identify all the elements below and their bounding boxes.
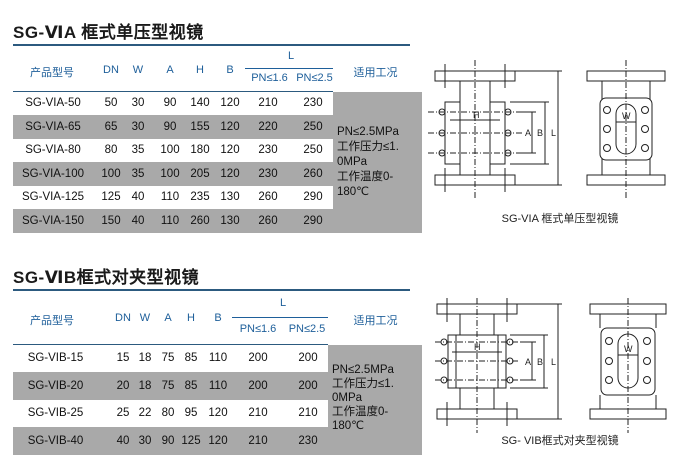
header-l: L xyxy=(287,50,295,62)
table-row: SG-VIB-40 40 30 90 125 120 210 230 xyxy=(13,427,328,455)
table-row: SG-VIA-80 80 35 100 180 120 230 250 xyxy=(25,144,323,156)
header-b: B xyxy=(226,64,234,76)
table-row: SG-VIA-125 125 40 110 235 130 260 290 xyxy=(22,191,323,203)
dim-b-label: B xyxy=(537,357,543,367)
section-a-diagram: H A B L W xyxy=(428,60,666,200)
header-a: A xyxy=(166,64,174,76)
header-l: L xyxy=(279,297,287,309)
dim-w-label: W xyxy=(622,111,631,121)
header-l-divider xyxy=(232,317,328,318)
section-b-table: SG-VIB-15 15 18 75 85 110 200 200 SG-VIB… xyxy=(13,345,422,455)
table-row: SG-VIA-150 150 40 110 260 130 260 290 xyxy=(13,209,333,233)
section-b-conditions: PN≤2.5MPa 工作压力≤1. 0MPa 工作温度0- 180℃ xyxy=(328,345,422,455)
section-a-diagram-caption: SG-VIA 框式单压型视镜 xyxy=(501,213,619,225)
dim-b-label: B xyxy=(537,128,543,138)
header-h: H xyxy=(196,64,204,76)
dim-l-label: L xyxy=(551,357,556,367)
section-b-top-rule xyxy=(13,289,410,291)
header-w: W xyxy=(132,64,144,76)
header-l-pn25: PN≤2.5 xyxy=(296,72,333,84)
header-dn: DN xyxy=(103,64,119,76)
section-a-header-rule xyxy=(13,91,333,92)
section-a-header: 产品型号 DN W A H B L PN≤1.6 PN≤2.5 适用工况 xyxy=(13,46,410,90)
header-l-pn16: PN≤1.6 xyxy=(251,72,288,84)
header-l-pn16: PN≤1.6 xyxy=(239,323,277,335)
table-row: SG-VIA-50 50 30 90 140 120 210 230 xyxy=(25,97,323,109)
dim-l-label: L xyxy=(551,128,556,138)
dim-w-label: W xyxy=(624,344,633,354)
section-a-title: SG-ⅥA 框式单压型视镜 xyxy=(13,23,204,42)
section-b-diagram: H A B L W xyxy=(435,298,667,433)
table-row: SG-VIA-100 100 35 100 205 120 230 260 xyxy=(13,162,333,186)
header-model: 产品型号 xyxy=(30,315,74,327)
section-b-title: SG-ⅥB框式对夹型视镜 xyxy=(13,268,200,287)
header-l-pn25: PN≤2.5 xyxy=(288,323,326,335)
header-w: W xyxy=(139,312,151,324)
table-row: SG-VIB-20 20 18 75 85 110 200 200 xyxy=(13,372,328,400)
header-h: H xyxy=(187,312,195,324)
header-b: B xyxy=(214,312,222,324)
section-a-conditions: PN≤2.5MPa 工作压力≤1. 0MPa 工作温度0- 180℃ xyxy=(333,92,422,233)
section-a-top-rule xyxy=(13,44,410,46)
dim-h-label: H xyxy=(474,342,481,352)
header-conditions: 适用工况 xyxy=(353,315,398,327)
dim-h-label: H xyxy=(473,110,480,120)
header-a: A xyxy=(164,312,172,324)
section-a-table: SG-VIA-50 50 30 90 140 120 210 230 SG-VI… xyxy=(13,92,422,233)
header-conditions: 适用工况 xyxy=(353,67,398,79)
header-model: 产品型号 xyxy=(30,67,74,79)
section-b-header-rule xyxy=(13,344,328,345)
header-l-divider xyxy=(245,68,333,69)
table-row: SG-VIB-15 15 18 75 85 110 200 200 xyxy=(27,352,318,364)
section-b-diagram-caption: SG- VIB框式对夹型视镜 xyxy=(501,435,619,447)
table-row: SG-VIB-25 25 22 80 95 120 210 210 xyxy=(27,407,318,419)
header-dn: DN xyxy=(115,312,131,324)
dim-a-label: A xyxy=(525,128,531,138)
table-row: SG-VIA-65 65 30 90 155 120 220 250 xyxy=(13,115,333,139)
dim-a-label: A xyxy=(525,357,531,367)
section-b-header: 产品型号 DN W A H B L PN≤1.6 PN≤2.5 适用工况 xyxy=(13,291,410,345)
